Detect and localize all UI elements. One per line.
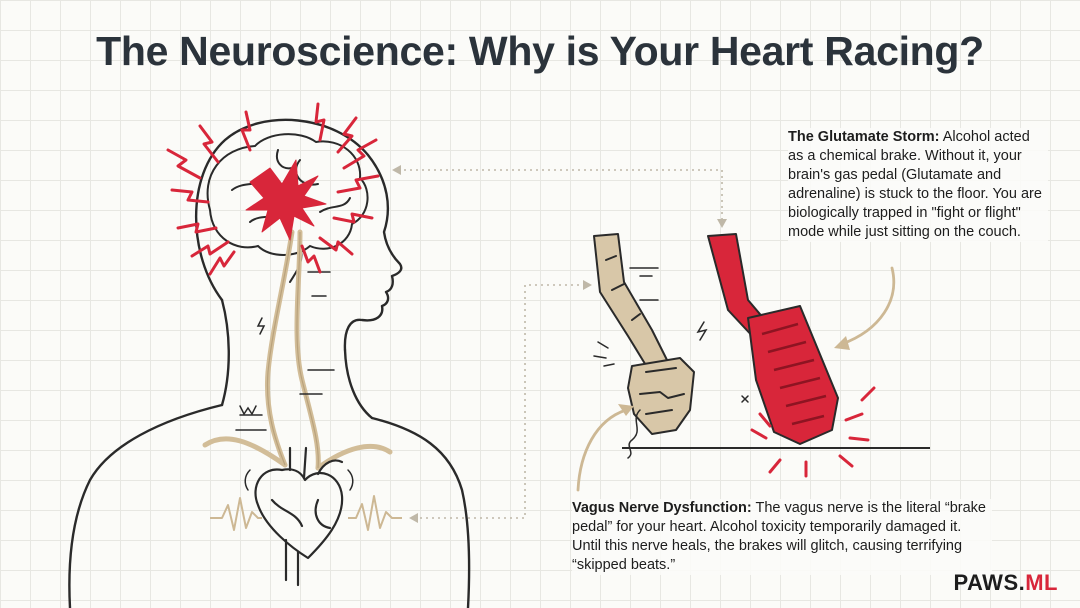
brand-logo: PAWS.ML — [953, 570, 1058, 596]
brake-pedal-icon — [593, 233, 695, 459]
annotation-heading: The Glutamate Storm: — [788, 129, 940, 145]
vagus-nerve-annotation: Vagus Nerve Dysfunction: The vagus nerve… — [572, 499, 992, 575]
gas-pedal-icon — [707, 233, 839, 445]
logo-accent: ML — [1025, 570, 1058, 595]
annotation-text: Alcohol acted as a chemical brake. Witho… — [788, 129, 1042, 240]
lightning-burst-icon — [245, 159, 327, 241]
pointer-arrows — [576, 266, 896, 492]
human-silhouette — [68, 118, 471, 608]
annotation-heading: Vagus Nerve Dysfunction: — [572, 500, 752, 516]
heart-icon — [254, 446, 344, 587]
logo-main: PAWS. — [953, 570, 1026, 595]
ecg-line — [210, 495, 402, 531]
annotation-text: The vagus nerve is the literal “brake pe… — [572, 500, 986, 573]
connector-lines — [398, 169, 723, 519]
page-title: The Neuroscience: Why is Your Heart Raci… — [96, 28, 984, 74]
glutamate-storm-annotation: The Glutamate Storm: Alcohol acted as a … — [788, 128, 1048, 242]
